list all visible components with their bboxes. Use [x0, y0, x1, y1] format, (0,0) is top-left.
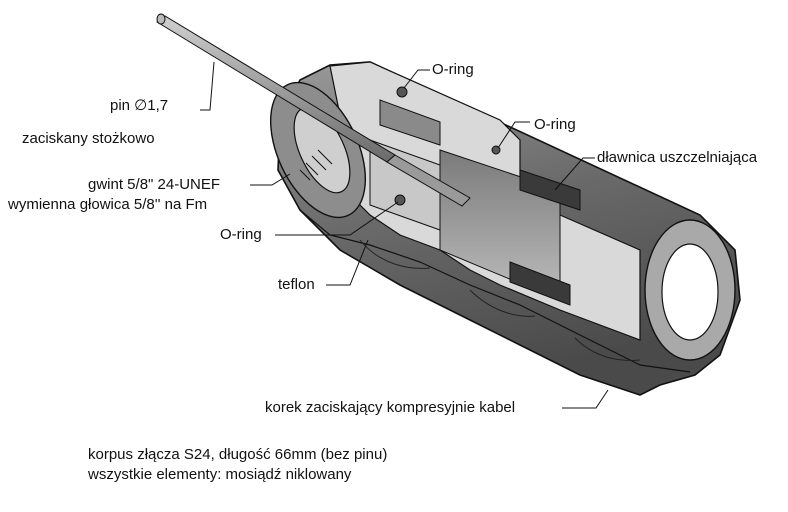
- leader-oring-top2: [497, 121, 530, 149]
- label-oring-top1: O-ring: [432, 61, 474, 78]
- label-teflon: teflon: [278, 276, 315, 293]
- label-oring-left: O-ring: [220, 226, 262, 243]
- leader-cork: [562, 389, 609, 409]
- label-pin: pin ∅1,7: [110, 97, 169, 114]
- leader-gland: [554, 157, 595, 191]
- label-head: wymienna głowica 5/8'' na Fm: [8, 196, 208, 213]
- note-line-2: wszystkie elementy: mosiądź niklowany: [88, 466, 352, 483]
- label-oring-top2: O-ring: [534, 116, 576, 133]
- label-cork: korek zaciskający kompresyjnie kabel: [265, 399, 516, 416]
- leader-oring-top1: [403, 69, 430, 89]
- leader-oring-left: [275, 201, 399, 236]
- note-line-1: korpus złącza S24, długość 66mm (bez pin…: [88, 446, 388, 463]
- label-gland: dławnica uszczelniająca: [597, 149, 758, 166]
- center-pin: [156, 13, 471, 207]
- rear-opening: [644, 219, 736, 361]
- leader-lines: [200, 61, 609, 409]
- label-thread: gwint 5/8" 24-UNEF: [88, 176, 221, 193]
- section-face: [329, 61, 641, 341]
- leader-teflon: [326, 239, 369, 286]
- leader-pin: [200, 61, 215, 111]
- label-crimp: zaciskany stożkowo: [22, 130, 155, 147]
- leader-thread: [250, 173, 291, 186]
